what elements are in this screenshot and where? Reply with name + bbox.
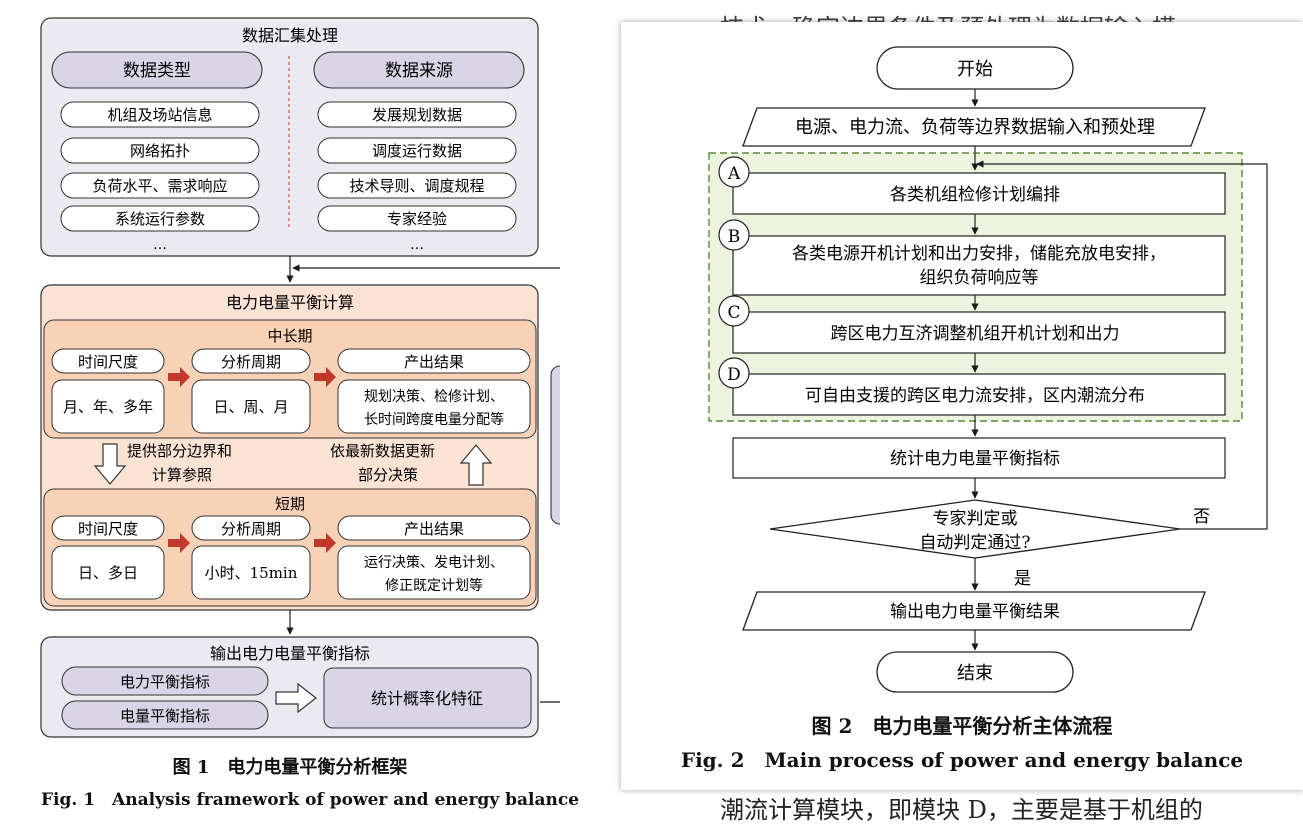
red-arrow-icon — [314, 367, 336, 387]
decision-line1: 专家判定或 — [933, 509, 1018, 529]
module-label-b: B — [728, 227, 741, 247]
analysis-period-header: 分析周期 — [221, 353, 281, 371]
module-label-d: D — [727, 365, 741, 385]
list-item: 专家经验 — [387, 210, 447, 228]
step-c-interregional: 跨区电力互济调整机组开机计划和出力 — [831, 324, 1120, 344]
module-label-c: C — [727, 303, 740, 323]
time-scale-value: 月、年、多年 — [63, 398, 153, 416]
data-sources-header: 数据来源 — [385, 61, 453, 81]
figure-1-analysis-framework: 数据汇集处理 数据类型 数据来源 机组及场站信息 网络拓扑 负荷水平、需求响应 … — [40, 17, 560, 738]
output-value-line2: 长时间跨度电量分配等 — [364, 411, 504, 428]
more-ellipsis: … — [410, 237, 424, 253]
data-types-list: 机组及场站信息 网络拓扑 负荷水平、需求响应 系统运行参数 … — [60, 101, 260, 253]
update-note-line1: 依最新数据更新 — [330, 442, 435, 460]
analysis-period-header: 分析周期 — [221, 520, 281, 538]
output-value-line1: 运行决策、发电计划、 — [364, 554, 504, 571]
red-arrow-icon — [168, 533, 190, 553]
analysis-period-value: 日、周、月 — [213, 398, 288, 416]
yes-branch-label: 是 — [1014, 569, 1031, 589]
list-item: 网络拓扑 — [130, 142, 190, 160]
expert-intervention-box: 专家 决策 人为 干预 计算 边界 — [550, 365, 560, 525]
short-term-title: 短期 — [275, 495, 305, 513]
figure-1-caption-cn: 图 1 电力电量平衡分析框架 — [172, 757, 408, 778]
step-b-line1: 各类电源开机计划和出力安排，储能充放电安排， — [792, 244, 1166, 264]
list-item: 负荷水平、需求响应 — [92, 177, 227, 195]
data-types-header: 数据类型 — [123, 61, 191, 81]
time-scale-value: 日、多日 — [78, 564, 138, 582]
hollow-down-arrow-icon — [93, 443, 127, 485]
input-step: 电源、电力流、负荷等边界数据输入和预处理 — [795, 117, 1155, 138]
balance-calculation-panel: 电力电量平衡计算 中长期 时间尺度 分析周期 产出结果 月、年、多年 日、周、月… — [40, 284, 539, 611]
list-item: 系统运行参数 — [115, 210, 205, 228]
boundary-note-line2: 计算参照 — [152, 466, 212, 484]
collection-title: 数据汇集处理 — [242, 26, 338, 45]
time-scale-header: 时间尺度 — [78, 353, 138, 371]
statistics-step: 统计电力电量平衡指标 — [890, 449, 1060, 469]
end-terminal: 结束 — [957, 663, 993, 684]
figure-1-caption-en: Fig. 1 Analysis framework of power and e… — [40, 790, 580, 810]
statistical-feature-box: 统计概率化特征 — [371, 689, 483, 708]
output-title: 输出电力电量平衡指标 — [210, 644, 370, 663]
calculation-title: 电力电量平衡计算 — [226, 293, 354, 312]
output-header: 产出结果 — [404, 353, 464, 371]
step-d-powerflow: 可自由支援的跨区电力流安排，区内潮流分布 — [805, 386, 1145, 406]
analysis-period-value: 小时、15min — [205, 564, 298, 582]
power-balance-indicator: 电力平衡指标 — [120, 673, 210, 691]
red-arrow-icon — [168, 367, 190, 387]
step-a-maintenance: 各类机组检修计划编排 — [890, 185, 1060, 205]
module-label-a: A — [727, 164, 741, 184]
update-note-line2: 部分决策 — [358, 466, 418, 484]
output-value-line2: 修正既定计划等 — [385, 577, 483, 594]
decision-line2: 自动判定通过? — [919, 533, 1030, 553]
time-scale-header: 时间尺度 — [78, 520, 138, 538]
figure-2-flowchart: 开始 电源、电力流、负荷等边界数据输入和预处理 各类机组检修计划编排 A 各类电… — [708, 46, 1268, 693]
data-collection-panel: 数据汇集处理 数据类型 数据来源 机组及场站信息 网络拓扑 负荷水平、需求响应 … — [40, 17, 539, 257]
output-step: 输出电力电量平衡结果 — [890, 602, 1060, 622]
more-ellipsis: … — [153, 237, 167, 253]
figure-2-card: 开始 电源、电力流、负荷等边界数据输入和预处理 各类机组检修计划编排 A 各类电… — [621, 22, 1303, 790]
list-item: 调度运行数据 — [372, 142, 462, 160]
list-item: 发展规划数据 — [372, 106, 462, 124]
list-item: 机组及场站信息 — [107, 106, 212, 124]
hollow-right-arrow-icon — [275, 682, 317, 714]
red-arrow-icon — [314, 533, 336, 553]
boundary-note-line1: 提供部分边界和 — [127, 442, 232, 460]
short-term-block: 短期 时间尺度 分析周期 产出结果 日、多日 小时、15min 运行决策、发电计… — [43, 488, 537, 607]
output-header: 产出结果 — [404, 520, 464, 538]
mid-long-term-title: 中长期 — [267, 327, 312, 345]
step-b-line2: 组织负荷响应等 — [920, 268, 1039, 288]
list-item: 技术导则、调度规程 — [349, 177, 484, 195]
no-branch-label: 否 — [1193, 507, 1210, 527]
start-terminal: 开始 — [957, 59, 993, 80]
figure-2-caption-cn: 图 2 电力电量平衡分析主体流程 — [811, 714, 1113, 738]
figure-2-caption-en: Fig. 2 Main process of power and energy … — [680, 748, 1244, 772]
hollow-up-arrow-icon — [459, 444, 493, 486]
output-value-line1: 规划决策、检修计划、 — [364, 388, 504, 405]
mid-long-term-block: 中长期 时间尺度 分析周期 产出结果 月、年、多年 日、周、月 规划决策、检修计… — [43, 319, 537, 439]
background-text-bottom: 潮流计算模块，即模块 D，主要是基于机组的 — [720, 796, 1203, 824]
energy-balance-indicator: 电量平衡指标 — [120, 707, 210, 725]
data-sources-list: 发展规划数据 调度运行数据 技术导则、调度规程 专家经验 … — [317, 101, 517, 253]
output-indicators-panel: 输出电力电量平衡指标 电力平衡指标 电量平衡指标 统计概率化特征 — [40, 636, 539, 738]
